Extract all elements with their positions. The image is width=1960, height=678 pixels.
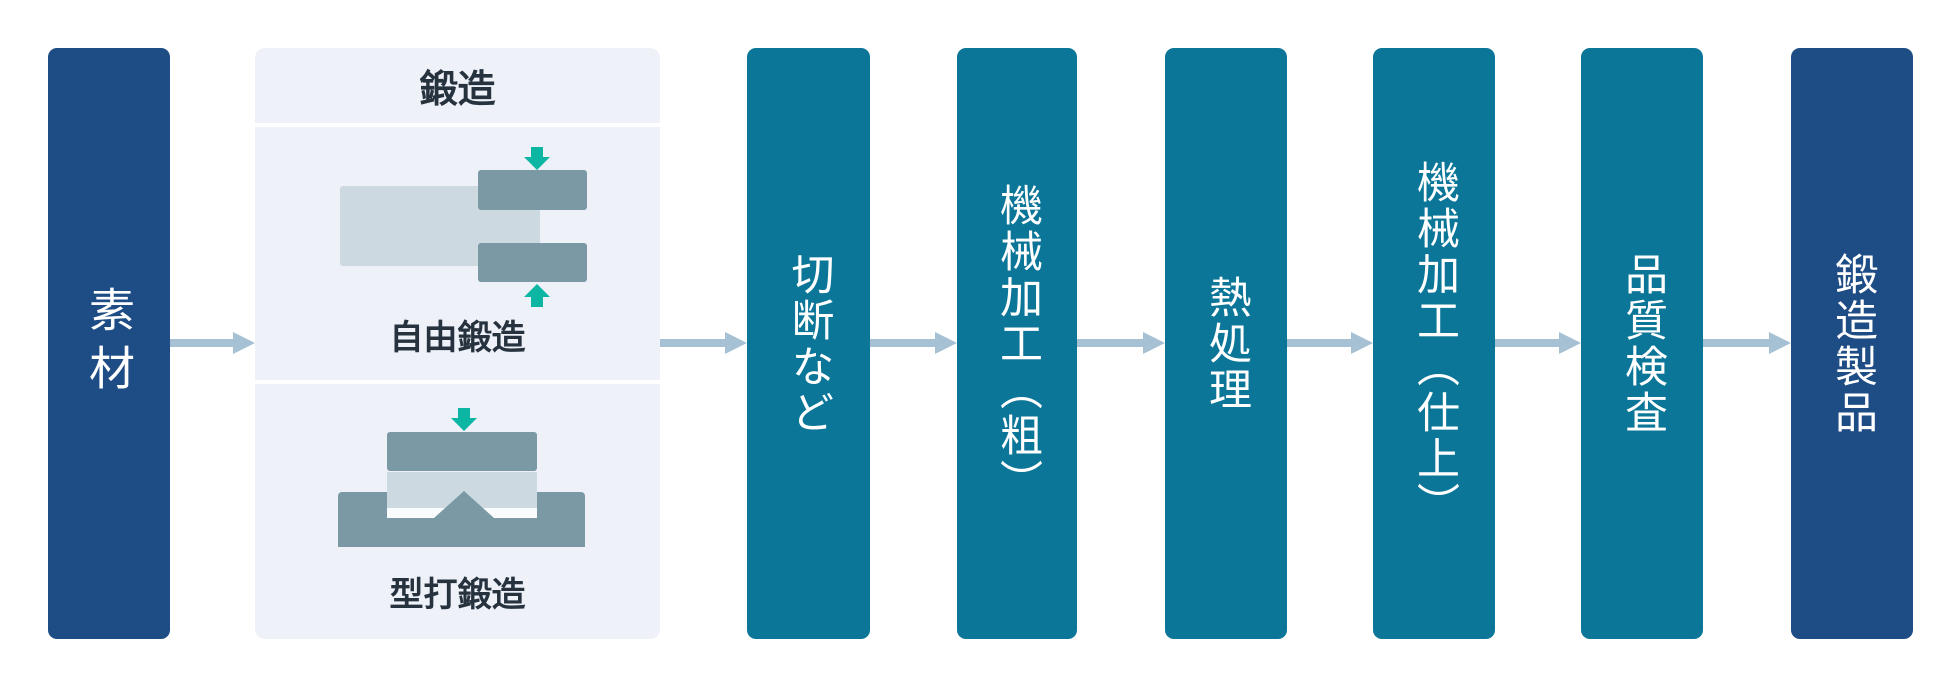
flow-arrow-shaft: [870, 339, 937, 347]
free-forging-press-icon: [340, 147, 587, 307]
die-ridge-shape: [434, 491, 494, 518]
stage-cutting: 切断など: [747, 48, 870, 639]
press-arrow-stem: [531, 147, 543, 158]
press-arrow-tip: [524, 284, 550, 297]
flow-arrow-head: [1351, 332, 1373, 354]
free-forging-label: 自由鍛造: [389, 319, 526, 357]
stage-quality-inspection: 品質検査: [1581, 48, 1703, 639]
flow-arrow-shaft: [1495, 339, 1561, 347]
press-up-arrow-icon: [524, 284, 550, 307]
flow-arrow-shaft: [1077, 339, 1145, 347]
stage-material: 素材: [48, 48, 170, 639]
flow-arrow-shaft: [1287, 339, 1353, 347]
flow-arrow-icon: [870, 332, 957, 354]
stage-quality-inspection-label: 品質検査: [1618, 251, 1667, 436]
press-arrow-stem: [531, 296, 543, 307]
press-down-arrow-icon: [451, 408, 477, 431]
stage-heat-treatment: 熱処理: [1165, 48, 1287, 639]
stage-material-label: 素材: [83, 285, 135, 402]
stage-forged-product-label: 鍛造製品: [1828, 251, 1877, 436]
flow-arrow-icon: [1703, 332, 1791, 354]
flow-arrow-icon: [170, 332, 255, 354]
stage-machining-finish: 機械加工（仕上）: [1373, 48, 1495, 639]
flow-arrow-head: [233, 332, 255, 354]
stage-forging-panel: 鍛造 自由鍛造: [255, 48, 660, 639]
flow-arrow-icon: [660, 332, 747, 354]
flow-arrow-icon: [1287, 332, 1373, 354]
stage-forged-product: 鍛造製品: [1791, 48, 1913, 639]
press-arrow-tip: [524, 157, 550, 170]
upper-die-shape: [387, 432, 537, 471]
die-forging-label: 型打鍛造: [389, 576, 526, 614]
flow-arrow-shaft: [660, 339, 727, 347]
press-arrow-stem: [458, 408, 470, 419]
stage-machining-rough: 機械加工（粗）: [957, 48, 1077, 639]
upper-die-shape: [478, 170, 587, 210]
flow-arrow-shaft: [1703, 339, 1771, 347]
flow-arrow-icon: [1495, 332, 1581, 354]
press-down-arrow-icon: [524, 147, 550, 170]
flow-arrow-head: [1559, 332, 1581, 354]
flow-arrow-head: [935, 332, 957, 354]
stage-machining-rough-label: 機械加工（粗）: [993, 182, 1042, 505]
lower-die-shape: [478, 243, 587, 282]
press-arrow-tip: [451, 418, 477, 431]
lower-die-base-shape: [338, 518, 585, 547]
panel-divider: [255, 380, 660, 384]
flow-arrow-head: [1143, 332, 1165, 354]
flow-arrow-head: [725, 332, 747, 354]
stage-heat-treatment-label: 熱処理: [1202, 274, 1251, 413]
stage-machining-finish-label: 機械加工（仕上）: [1410, 159, 1459, 528]
flow-arrow-shaft: [170, 339, 235, 347]
stage-cutting-label: 切断など: [785, 251, 833, 436]
panel-divider: [255, 123, 660, 127]
flow-arrow-icon: [1077, 332, 1165, 354]
flow-arrow-head: [1769, 332, 1791, 354]
die-forging-press-icon: [338, 408, 585, 547]
forging-panel-title: 鍛造: [419, 69, 496, 111]
